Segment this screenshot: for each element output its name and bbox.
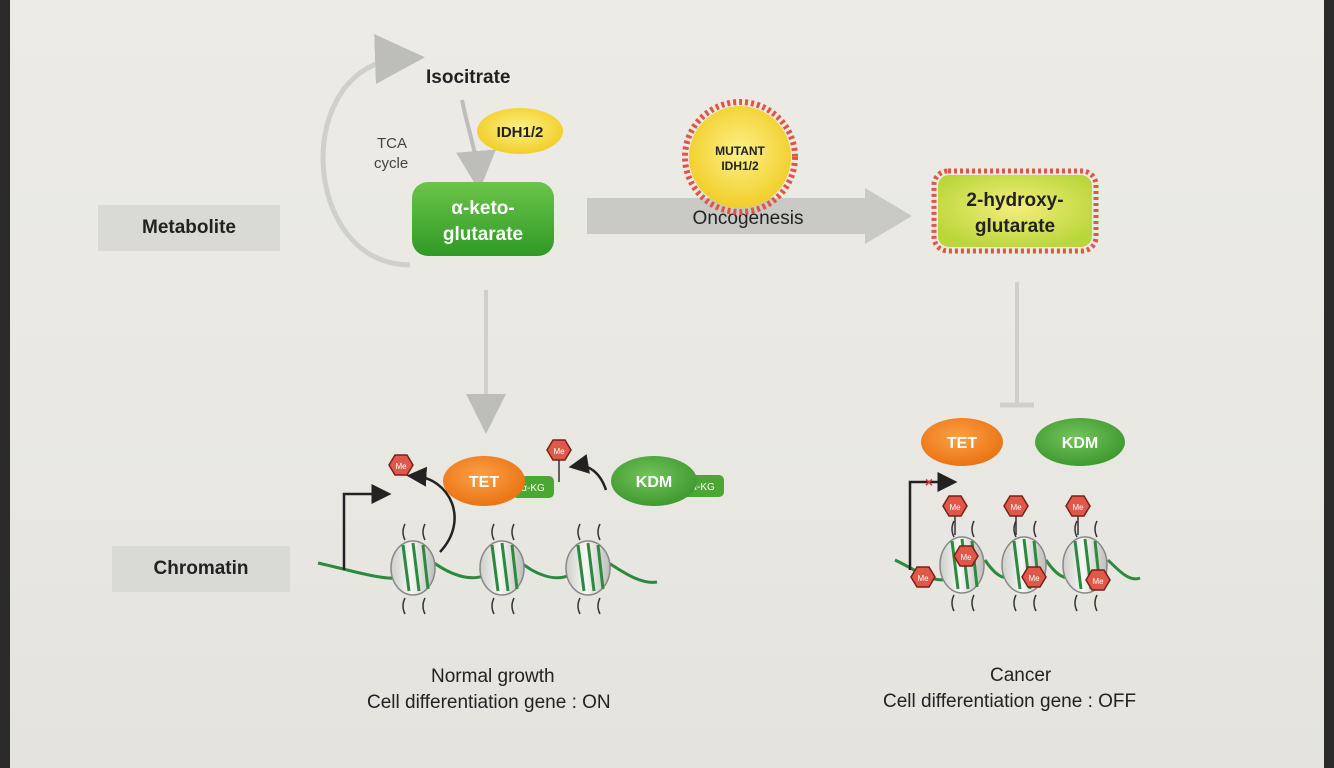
normal-promoter-arrow xyxy=(342,484,392,570)
akg-box xyxy=(412,182,554,256)
svg-text:Me: Me xyxy=(1028,574,1040,583)
normal-caption-subtitle: Cell differentiation gene : ON xyxy=(367,692,611,713)
isocitrate-label: Isocitrate xyxy=(426,67,511,88)
svg-text:Me: Me xyxy=(553,447,565,456)
normal-caption-title: Normal growth xyxy=(431,666,555,687)
chromatin-label: Chromatin xyxy=(112,546,290,592)
oncogenesis-label: Oncogenesis xyxy=(693,208,804,229)
akg-line2: glutarate xyxy=(443,224,523,245)
svg-text:Me: Me xyxy=(1092,577,1104,586)
tca-label-line1: TCA xyxy=(377,135,407,152)
normal-kdm-label: KDM xyxy=(636,474,672,491)
cancer-promoter-arrow xyxy=(908,472,958,570)
svg-text:Me: Me xyxy=(917,574,929,583)
metabolite-label: Metabolite xyxy=(98,205,280,251)
cancer-caption-subtitle: Cell differentiation gene : OFF xyxy=(883,691,1137,712)
cancer-tet-ellipse xyxy=(921,418,1003,466)
cancer-kdm-label: KDM xyxy=(1062,435,1098,452)
svg-text:Me: Me xyxy=(395,462,407,471)
normal-nucleosome-1 xyxy=(390,540,436,596)
hg-box xyxy=(938,175,1092,247)
normal-dna-strand xyxy=(317,558,658,584)
cancer-caption-title: Cancer xyxy=(990,665,1052,686)
normal-tet-ellipse xyxy=(443,456,525,506)
isocitrate-to-akg-arrow xyxy=(456,99,497,191)
normal-tet-action-arrow xyxy=(406,466,456,553)
idh-enzyme-label: IDH1/2 xyxy=(497,124,544,141)
svg-text:Me: Me xyxy=(960,553,972,562)
svg-text:Me: Me xyxy=(949,503,961,512)
svg-text:Me: Me xyxy=(1010,503,1022,512)
normal-tet-label: TET xyxy=(469,474,499,491)
tca-label-line2: cycle xyxy=(374,155,409,172)
normal-kdm-akg-label: α-KG xyxy=(691,482,715,493)
mutant-idh-circle xyxy=(689,106,791,208)
cancer-me-top-3: Me xyxy=(1065,495,1091,535)
akg-line1: α-keto- xyxy=(451,198,514,219)
normal-kdm-action-arrow xyxy=(568,454,608,491)
mutant-idh-halo xyxy=(682,99,798,215)
oncogenesis-arrow xyxy=(587,188,912,244)
hg-box-halo xyxy=(931,168,1099,254)
cancer-me-dna-1: Me xyxy=(910,566,936,588)
cancer-block-cross: × xyxy=(925,474,933,490)
normal-kdm-ellipse xyxy=(611,456,697,506)
normal-me-hexagon-2: Me xyxy=(546,439,572,482)
cancer-chromatin: TET KDM × xyxy=(894,418,1141,612)
cancer-me-top-2: Me xyxy=(1003,495,1029,535)
hg-line1: 2-hydroxy- xyxy=(966,190,1063,211)
cancer-me-top-1: Me xyxy=(942,495,968,535)
normal-nucleosome-3 xyxy=(565,540,611,596)
tca-cycle-arrow xyxy=(320,34,425,268)
normal-me-hexagon-1: Me xyxy=(388,454,414,476)
cancer-me-dna-3: Me xyxy=(1021,566,1047,588)
paper-background xyxy=(10,0,1324,768)
cancer-me-dna-4: Me xyxy=(1085,569,1111,591)
cancer-tet-label: TET xyxy=(947,435,977,452)
mutant-idh-line1: MUTANT xyxy=(715,144,765,158)
mutant-idh-line2: IDH1/2 xyxy=(721,159,759,173)
svg-text:Me: Me xyxy=(1072,503,1084,512)
cancer-kdm-ellipse xyxy=(1035,418,1125,466)
hg-line2: glutarate xyxy=(975,216,1055,237)
idh-enzyme-ellipse xyxy=(477,108,563,154)
cancer-me-dna-2: Me xyxy=(953,545,979,567)
normal-tet-akg-label: α-KG xyxy=(521,483,545,494)
normal-chromatin: α-KG TET α-KG KDM Me Me xyxy=(317,439,724,615)
normal-nucleosome-2 xyxy=(479,540,525,596)
